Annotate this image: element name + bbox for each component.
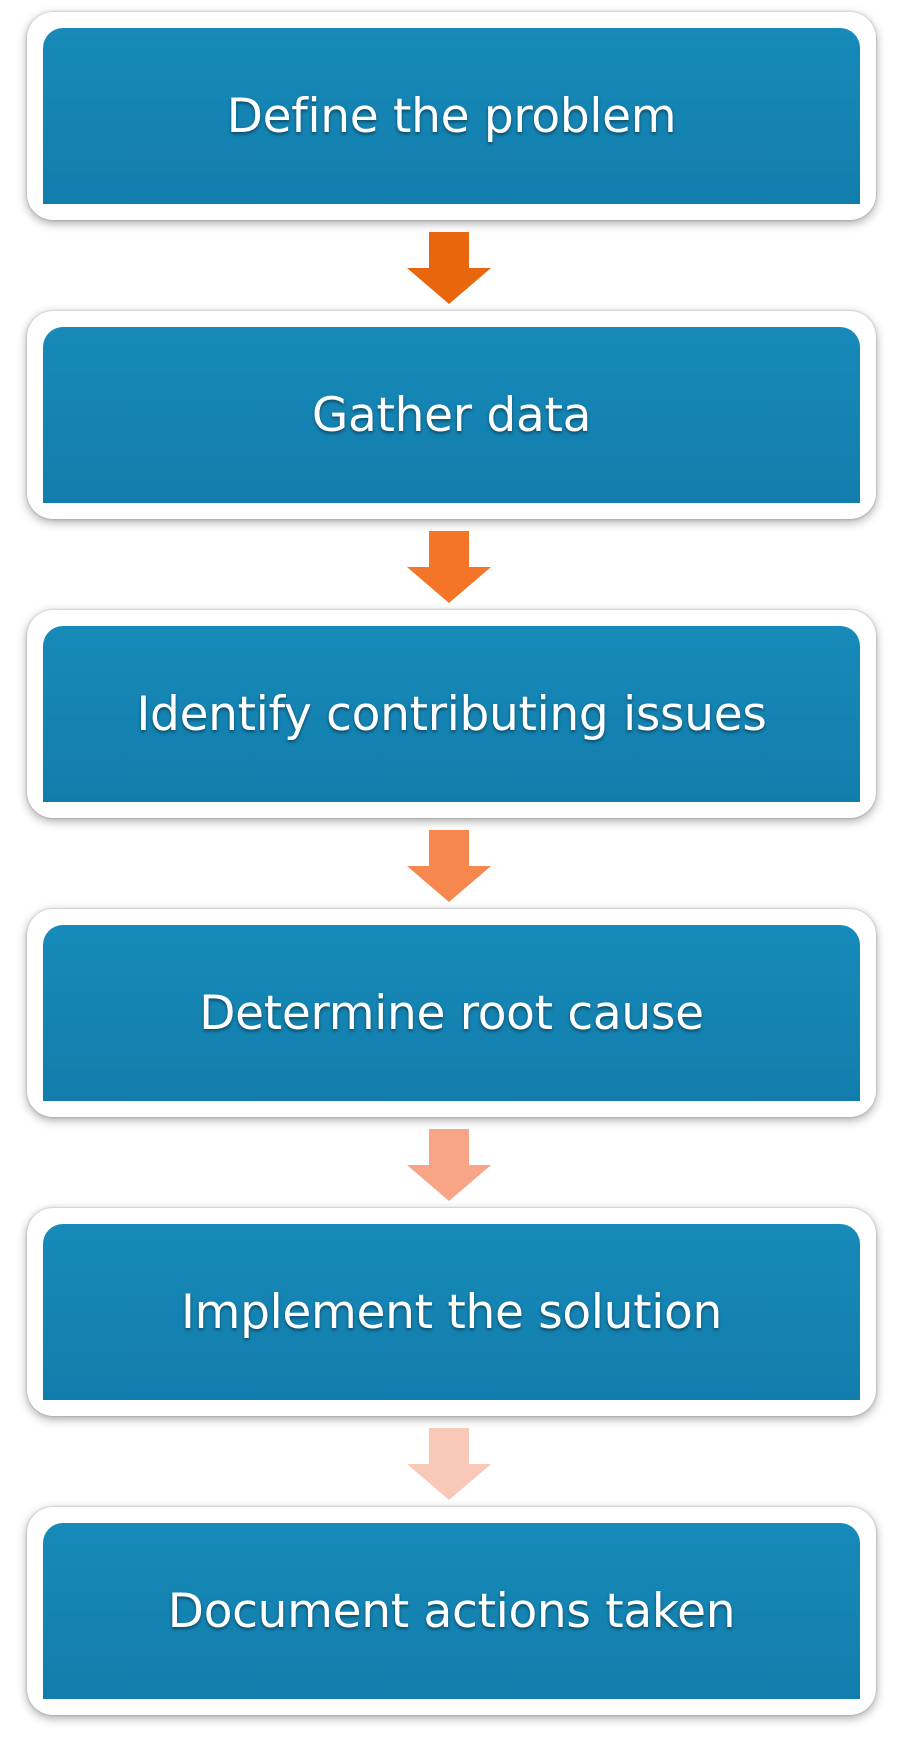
down-arrow-icon [407,830,491,902]
step-label: Gather data [311,387,592,443]
arrow-shape [407,1129,491,1201]
arrow-shape [407,531,491,603]
step-card-define-problem: Define the problem [27,12,876,220]
arrow-shape [407,830,491,902]
step-box: Gather data [43,327,860,503]
step-label: Implement the solution [181,1284,722,1340]
step-box: Implement the solution [43,1224,860,1400]
step-label: Define the problem [226,88,677,144]
down-arrow-icon [407,1129,491,1201]
step-label: Document actions taken [167,1583,736,1639]
step-card-identify-issues: Identify contributing issues [27,610,876,818]
arrow-shape [407,232,491,304]
down-arrow-icon [407,232,491,304]
step-box: Document actions taken [43,1523,860,1699]
step-card-implement-solution: Implement the solution [27,1208,876,1416]
step-card-document-actions: Document actions taken [27,1507,876,1715]
step-label: Determine root cause [199,985,704,1041]
step-box: Define the problem [43,28,860,204]
step-label: Identify contributing issues [136,686,767,742]
arrow-shape [407,1428,491,1500]
step-card-root-cause: Determine root cause [27,909,876,1117]
down-arrow-icon [407,1428,491,1500]
step-box: Identify contributing issues [43,626,860,802]
down-arrow-icon [407,531,491,603]
step-box: Determine root cause [43,925,860,1101]
step-card-gather-data: Gather data [27,311,876,519]
